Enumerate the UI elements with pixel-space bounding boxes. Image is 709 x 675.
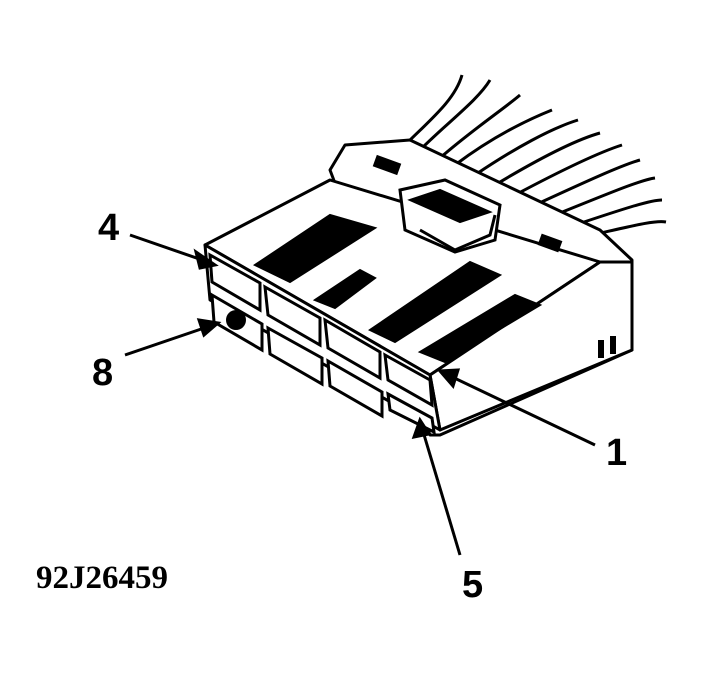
terminal-cavity-6 <box>326 358 384 419</box>
cavity-8-marker <box>226 310 246 330</box>
terminal-cavity-1 <box>383 352 434 408</box>
top-ribs <box>252 213 543 364</box>
callout-label-1: 1 <box>606 432 627 474</box>
side-slots <box>598 336 616 358</box>
terminal-cavities <box>208 252 436 435</box>
terminal-cavity-2 <box>323 317 382 381</box>
callout-label-8: 8 <box>92 352 113 394</box>
terminal-cavity-3 <box>263 284 322 348</box>
figure-id: 92J26459 <box>36 560 168 596</box>
leader-lines <box>124 233 596 556</box>
locking-latch <box>372 154 563 254</box>
terminal-cavity-7 <box>266 325 324 387</box>
callout-label-4: 4 <box>98 207 119 249</box>
terminal-cavity-4 <box>208 252 262 313</box>
callout-label-5: 5 <box>462 564 483 606</box>
